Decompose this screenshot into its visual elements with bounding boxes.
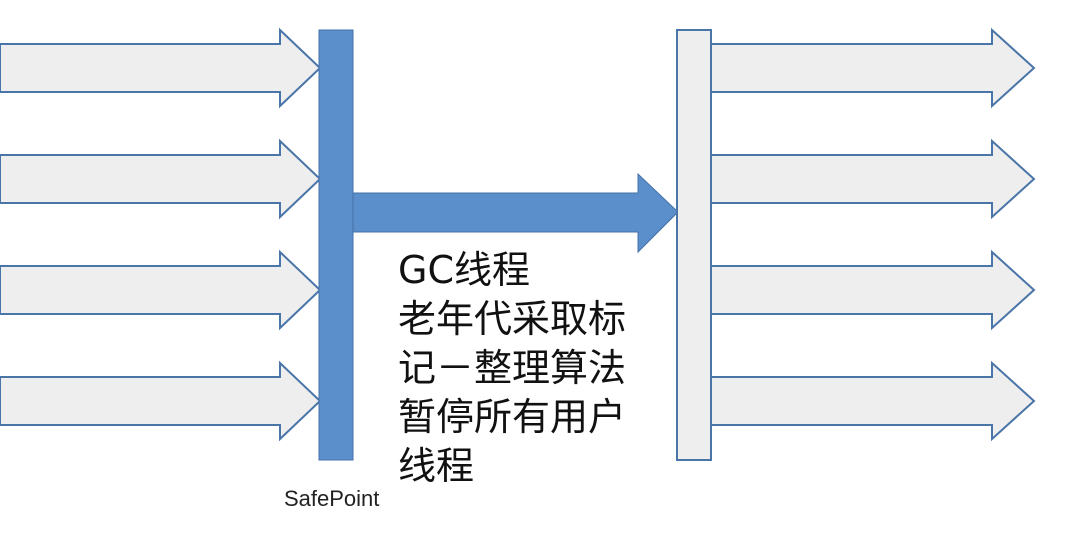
user-thread-arrow-left-2 bbox=[0, 138, 322, 220]
gc-text-line-4: 暂停所有用户 bbox=[398, 395, 627, 439]
gc-text-line-2: 老年代采取标 bbox=[398, 297, 627, 341]
gc-thread-description: GC线程 老年代采取标 记－整理算法 暂停所有用户 线程 bbox=[398, 246, 668, 491]
safepoint-label: SafePoint bbox=[284, 486, 380, 511]
gc-text-line-5: 线程 bbox=[398, 444, 475, 488]
user-thread-arrow-right-3 bbox=[710, 249, 1036, 331]
user-thread-arrow-right-1 bbox=[710, 27, 1036, 109]
resume-bar bbox=[676, 29, 712, 461]
user-thread-arrow-left-1 bbox=[0, 27, 322, 109]
gc-text-line-1: GC线程 bbox=[398, 248, 530, 292]
user-thread-arrow-left-3 bbox=[0, 249, 322, 331]
safepoint-bar bbox=[318, 29, 354, 461]
gc-text-line-3: 记－整理算法 bbox=[398, 346, 627, 390]
gc-thread-arrow bbox=[351, 172, 679, 254]
user-thread-arrow-right-2 bbox=[710, 138, 1036, 220]
user-thread-arrow-right-4 bbox=[710, 360, 1036, 442]
user-thread-arrow-left-4 bbox=[0, 360, 322, 442]
